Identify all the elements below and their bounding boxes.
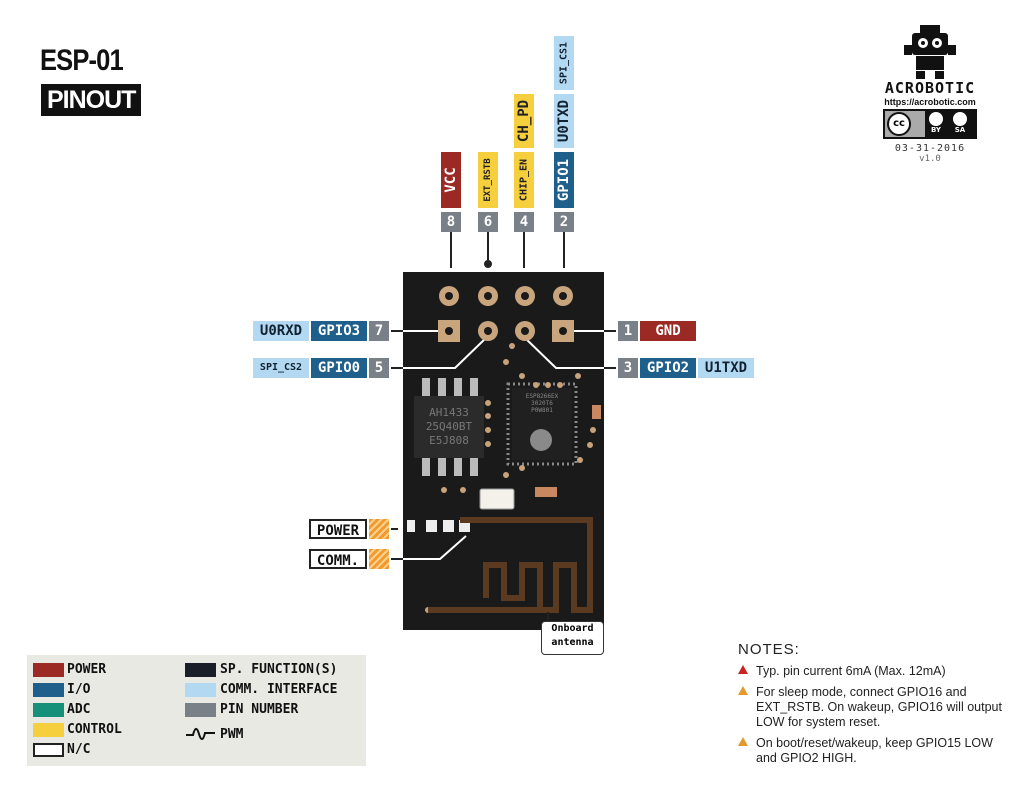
legend-swatch-adc — [33, 703, 64, 717]
cc-license-badge: cc BY SA — [883, 109, 977, 139]
pin-number-8: 8 — [441, 212, 461, 232]
pwm-indicator-comm — [369, 549, 389, 569]
legend-swatch-nc — [33, 743, 64, 757]
legend-swatch-sp-function — [185, 663, 216, 677]
ext-rstb-label: EXT_RSTB — [478, 152, 498, 208]
page-title: ESP-01 — [40, 44, 124, 77]
notes-panel: NOTES: Typ. pin current 6mA (Max. 12mA) … — [738, 641, 1008, 772]
legend-label-pin-number: PIN NUMBER — [220, 702, 299, 717]
ch-pd-label: CH_PD — [514, 94, 534, 148]
logo-version: v1.0 — [919, 154, 941, 164]
pin-number-5: 5 — [369, 358, 389, 378]
legend-swatch-io — [33, 683, 64, 697]
warning-orange-icon — [738, 737, 748, 746]
soc-marking-1: ESP8266EX — [525, 393, 559, 400]
legend-label-comm: COMM. INTERFACE — [220, 682, 338, 697]
notes-heading: NOTES: — [738, 641, 800, 658]
legend-swatch-power — [33, 663, 64, 677]
gpio2-label: GPIO2 — [640, 358, 696, 378]
pin-number-3: 3 — [618, 358, 638, 378]
u1txd-label: U1TXD — [698, 358, 754, 378]
pin-number-2: 2 — [554, 212, 574, 232]
legend: POWER I/O ADC CONTROL N/C SP. FUNCTION(S… — [27, 655, 366, 766]
nc-dot — [484, 260, 492, 268]
u0txd-label: U0TXD — [554, 94, 574, 148]
gpio3-label: GPIO3 — [311, 321, 367, 341]
gnd-label: GND — [640, 321, 696, 341]
chip-en-label: CHIP_EN — [514, 152, 534, 208]
pwm-indicator-power — [369, 519, 389, 539]
gpio0-label: GPIO0 — [311, 358, 367, 378]
warning-orange-icon — [738, 686, 748, 695]
legend-label-adc: ADC — [67, 702, 91, 717]
pwm-wave-icon — [186, 727, 215, 741]
power-led-label: POWER — [309, 519, 367, 539]
sa-icon — [953, 112, 967, 126]
legend-label-pwm: PWM — [220, 727, 244, 742]
flash-marking-3: E5J808 — [429, 434, 469, 447]
flash-marking-2: 25Q40BT — [425, 420, 473, 433]
logo-url: https://acrobotic.com — [884, 97, 976, 107]
note-item: Typ. pin current 6mA (Max. 12mA) — [738, 664, 1008, 679]
legend-swatch-control — [33, 723, 64, 737]
soc-marking-2: 3020T6 — [531, 400, 553, 407]
spi-cs1-label: SPI_CS1 — [554, 36, 574, 90]
flash-marking-1: AH1433 — [429, 406, 469, 419]
legend-swatch-pin-number — [185, 703, 216, 717]
robot-icon — [904, 25, 956, 79]
acrobotic-logo: ACROBOTIC https://acrobotic.com cc BY SA… — [878, 25, 982, 164]
antenna-trace — [428, 517, 593, 613]
legend-swatch-comm — [185, 683, 216, 697]
pin-number-7: 7 — [369, 321, 389, 341]
license-sa: SA — [954, 126, 966, 134]
soc-chip — [506, 382, 578, 466]
legend-label-nc: N/C — [67, 742, 91, 757]
legend-label-io: I/O — [67, 682, 91, 697]
antenna-line-2: antenna — [551, 637, 594, 648]
comm-led-label: COMM. — [309, 549, 367, 569]
note-item: For sleep mode, connect GPIO16 and EXT_R… — [738, 685, 1008, 730]
antenna-line-1: Onboard — [551, 623, 594, 634]
pin-number-4: 4 — [514, 212, 534, 232]
gpio1-label: GPIO1 — [554, 152, 574, 208]
by-icon — [929, 112, 943, 126]
cc-icon: cc — [887, 112, 911, 136]
legend-label-sp-function: SP. FUNCTION(S) — [220, 662, 338, 677]
pin-number-6: 6 — [478, 212, 498, 232]
page-subtitle: PINOUT — [41, 84, 142, 116]
soc-marking-3: P0W801 — [531, 407, 553, 414]
pin-pads — [438, 286, 574, 342]
u0rxd-label: U0RXD — [253, 321, 309, 341]
legend-label-control: CONTROL — [67, 722, 122, 737]
spi-cs2-label: SPI_CS2 — [253, 358, 309, 378]
vcc-label: VCC — [441, 152, 461, 208]
pin-number-1: 1 — [618, 321, 638, 341]
logo-date: 03-31-2016 — [894, 143, 966, 154]
license-by: BY — [930, 126, 942, 134]
legend-label-power: POWER — [67, 662, 107, 677]
flash-chip — [414, 378, 484, 476]
note-item: On boot/reset/wakeup, keep GPIO15 LOW an… — [738, 736, 1008, 766]
warning-red-icon — [738, 665, 748, 674]
logo-brand: ACROBOTIC — [884, 79, 976, 97]
antenna-callout: Onboard antenna — [541, 621, 604, 655]
